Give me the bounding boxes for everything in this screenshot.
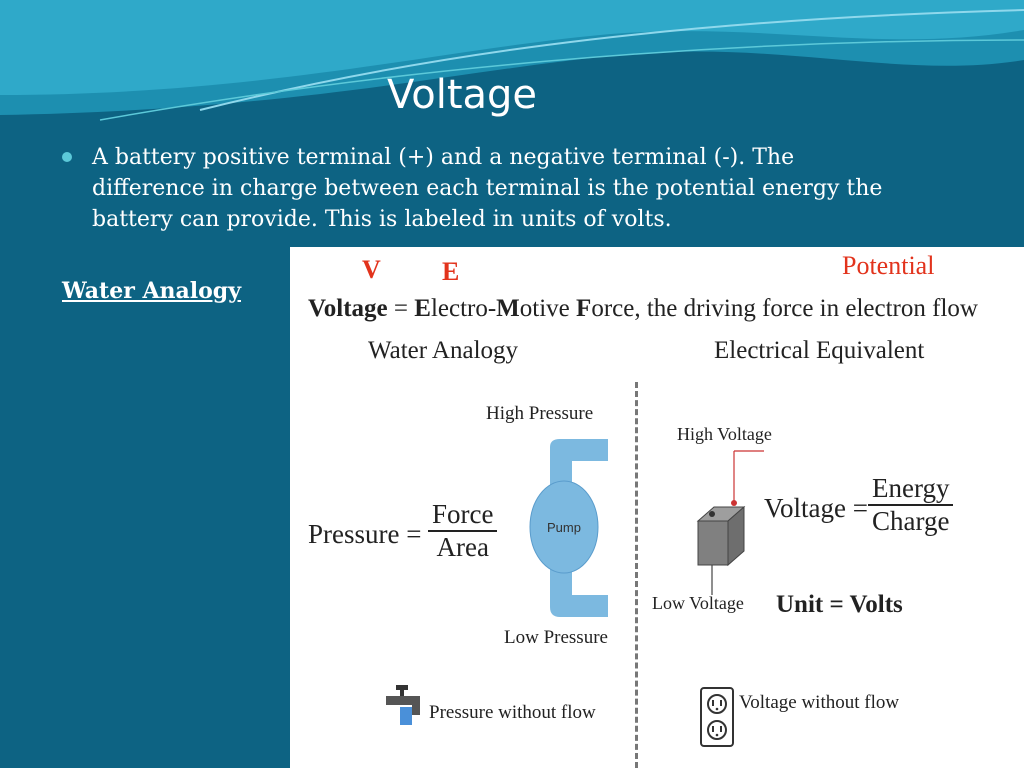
red-e-label: E xyxy=(442,257,460,286)
high-voltage-label: High Voltage xyxy=(677,424,772,444)
outlet-icon xyxy=(700,687,734,747)
voltage-without-flow-label: Voltage without flow xyxy=(739,692,900,713)
bullet-dot-icon xyxy=(62,152,72,162)
pressure-fraction: Force Area xyxy=(428,499,498,563)
slide-title: Voltage xyxy=(386,72,538,118)
pressure-denominator: Area xyxy=(428,530,498,563)
electrical-equivalent-heading: Electrical Equivalent xyxy=(714,337,925,364)
voltage-equation-lhs: Voltage = xyxy=(764,493,868,523)
pump-icon: Pump xyxy=(529,439,608,617)
high-pressure-label: High Pressure xyxy=(486,403,594,424)
bullet-text: A battery positive terminal (+) and a ne… xyxy=(92,145,883,232)
voltage-figure: V E Potential Voltage = Electro-Motive F… xyxy=(290,247,1024,768)
low-voltage-label: Low Voltage xyxy=(652,593,744,613)
voltage-denominator: Charge xyxy=(868,504,954,537)
water-analogy-heading: Water Analogy xyxy=(368,337,519,364)
red-potential-label: Potential xyxy=(842,251,935,280)
low-pressure-label: Low Pressure xyxy=(504,627,608,648)
pressure-equation-lhs: Pressure = xyxy=(308,519,422,549)
header-wave-decoration xyxy=(0,0,1024,140)
unit-volts-label: Unit = Volts xyxy=(776,591,903,618)
water-analogy-link[interactable]: Water Analogy xyxy=(62,278,241,304)
battery-icon xyxy=(696,450,764,595)
red-v-label: V xyxy=(362,255,381,284)
voltage-numerator: Energy xyxy=(872,473,950,503)
faucet-icon xyxy=(386,685,420,725)
dashed-divider xyxy=(635,382,638,768)
pressure-without-flow-label: Pressure without flow xyxy=(429,702,596,723)
voltage-fraction: Energy Charge xyxy=(868,473,954,537)
pressure-numerator: Force xyxy=(432,499,494,529)
voltage-definition: Voltage = Electro-Motive Force, the driv… xyxy=(308,295,978,322)
pump-label: Pump xyxy=(547,520,581,535)
